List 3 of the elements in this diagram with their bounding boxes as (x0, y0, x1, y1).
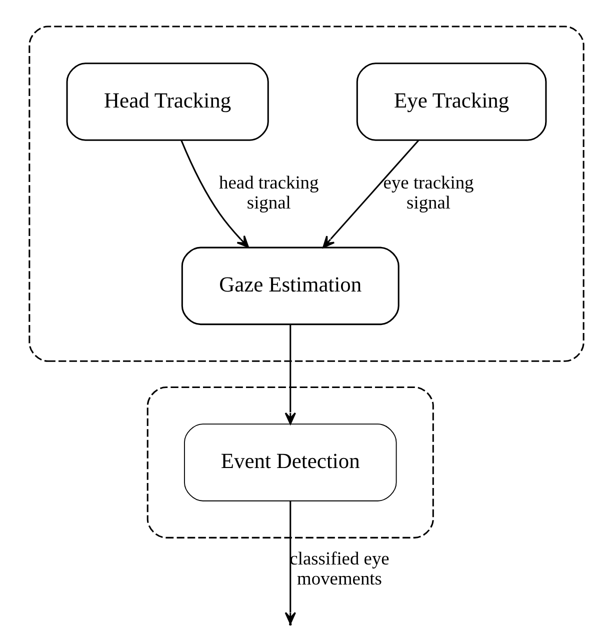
edge-label: classified eye movements (290, 548, 390, 589)
edge-label: eye tracking signal (383, 172, 474, 213)
edge-label: head tracking signal (219, 172, 319, 213)
